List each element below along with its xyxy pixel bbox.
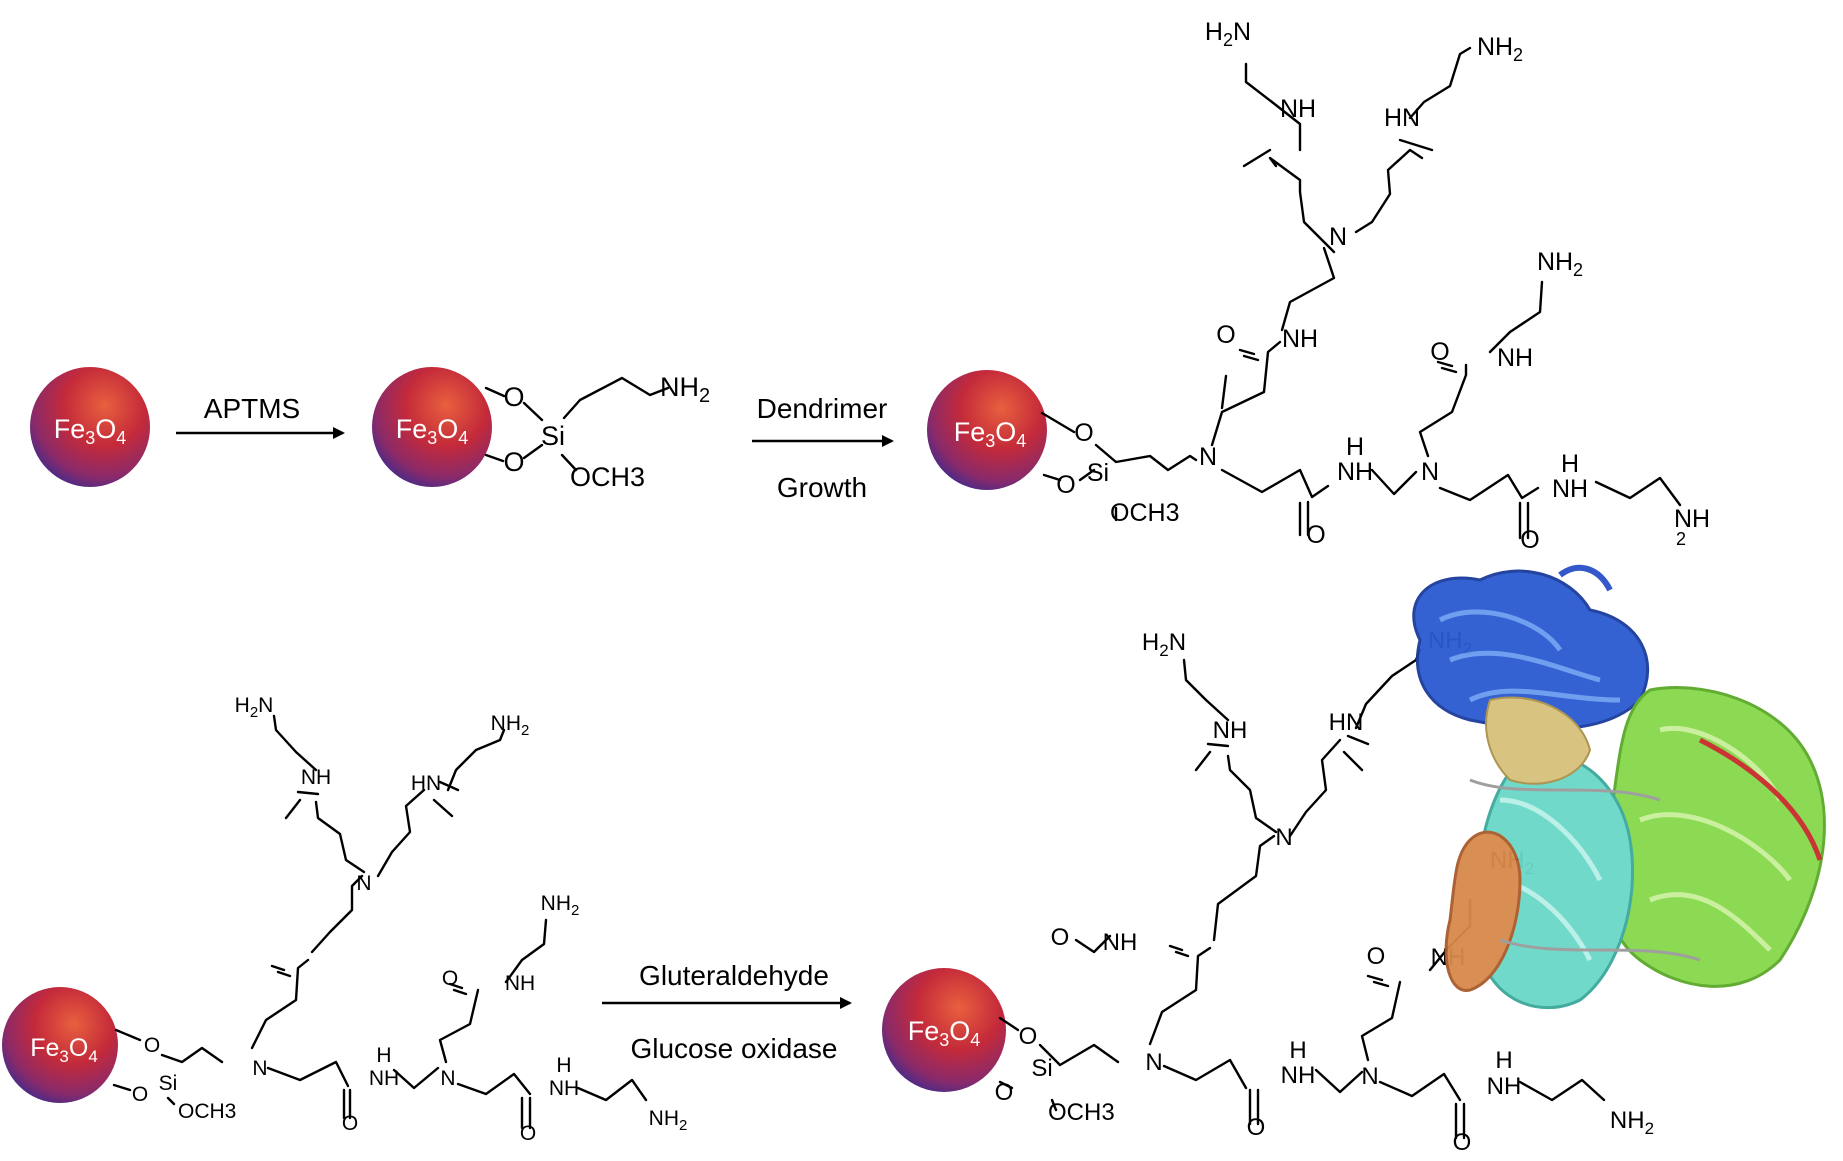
svg-text:NH: NH [1282, 325, 1318, 353]
svg-text:N: N [252, 1057, 267, 1080]
svg-text:NH: NH [1497, 344, 1533, 372]
svg-text:N: N [1275, 824, 1292, 851]
svg-text:Si: Si [159, 1072, 178, 1095]
svg-text:Si: Si [1031, 1055, 1052, 1082]
svg-text:H: H [376, 1044, 391, 1067]
arrow-gluteraldehyde: Gluteraldehyde Glucose oxidase [602, 960, 852, 1064]
svg-text:H: H [556, 1054, 571, 1077]
svg-text:O: O [342, 1112, 358, 1135]
svg-text:NH: NH [505, 972, 535, 995]
svg-text:O: O [1247, 1114, 1266, 1141]
svg-text:N: N [1361, 1063, 1378, 1090]
arrow-dendrimer-growth: Dendrimer Growth [752, 393, 894, 503]
svg-text:NH: NH [1487, 1073, 1522, 1100]
nanoparticle-dendrimer: Fe3O4 O O Si OCH3 N O NH O NH H N O NH H… [927, 18, 1710, 554]
svg-text:O: O [1430, 338, 1449, 366]
svg-text:NH: NH [1552, 475, 1588, 503]
fe3o4-label: Fe3O4 [396, 414, 469, 448]
svg-text:H2N: H2N [1142, 629, 1186, 660]
arrow-aptms: APTMS [176, 393, 345, 439]
gluteraldehyde-label: Gluteraldehyde [639, 960, 829, 991]
fe3o4-sphere [372, 367, 492, 487]
fe3o4-label: Fe3O4 [908, 1016, 981, 1050]
fe3o4-label: Fe3O4 [54, 414, 127, 448]
svg-text:O: O [1216, 321, 1235, 349]
fe3o4-sphere [927, 370, 1047, 490]
fe3o4-sphere [30, 367, 150, 487]
svg-text:OCH3: OCH3 [1048, 1099, 1115, 1126]
svg-text:NH2: NH2 [491, 712, 530, 739]
svg-text:H2N: H2N [1205, 18, 1251, 50]
svg-text:NH: NH [1337, 458, 1373, 486]
svg-text:H2N: H2N [235, 694, 274, 721]
svg-text:O: O [1051, 924, 1070, 951]
svg-text:O: O [520, 1122, 536, 1145]
protein-domain-green [1602, 686, 1826, 988]
svg-text:OCH3: OCH3 [178, 1100, 236, 1123]
svg-text:NH: NH [1103, 929, 1138, 956]
svg-text:NH2: NH2 [660, 372, 710, 407]
svg-text:OCH3: OCH3 [570, 462, 645, 492]
svg-text:N: N [1199, 443, 1217, 471]
svg-text:H: H [1495, 1047, 1512, 1074]
svg-text:N: N [356, 872, 371, 895]
svg-text:O: O [995, 1079, 1014, 1106]
nanoparticle-bare: Fe3O4 [30, 367, 150, 487]
glucose-oxidase-label: Glucose oxidase [630, 1033, 837, 1064]
svg-text:NH: NH [1213, 717, 1248, 744]
svg-text:HN: HN [1329, 709, 1364, 736]
svg-text:NH: NH [369, 1067, 399, 1090]
nanoparticle-aptms: Fe3O4 O O Si OCH3 NH2 [372, 367, 710, 492]
svg-text:NH: NH [1280, 95, 1316, 123]
svg-text:O: O [1520, 526, 1539, 554]
svg-text:NH2: NH2 [1537, 248, 1583, 280]
svg-text:N: N [1329, 223, 1347, 251]
svg-text:H: H [1561, 450, 1579, 478]
nanoparticle-dendrimer-copy: Fe3O4 O O Si OCH3 N O NH H N O NH H NH2 … [2, 694, 687, 1145]
svg-text:Si: Si [541, 421, 565, 451]
dendrimer-label: Dendrimer [757, 393, 888, 424]
svg-text:NH2: NH2 [541, 892, 580, 919]
growth-label: Growth [777, 472, 867, 503]
svg-text:NH2: NH2 [1477, 33, 1523, 65]
svg-text:O: O [442, 967, 458, 990]
svg-text:O: O [132, 1083, 148, 1106]
svg-text:NH: NH [301, 766, 331, 789]
svg-text:O: O [1056, 471, 1075, 499]
svg-text:N: N [1421, 458, 1439, 486]
fe3o4-label: Fe3O4 [954, 417, 1027, 451]
svg-text:H: H [1346, 433, 1364, 461]
glucose-oxidase-protein [1412, 564, 1826, 1010]
svg-text:O: O [1074, 419, 1093, 447]
svg-text:OCH3: OCH3 [1110, 499, 1179, 527]
svg-text:O: O [1019, 1023, 1038, 1050]
fe3o4-label: Fe3O4 [30, 1034, 98, 1066]
svg-text:O: O [1453, 1129, 1472, 1156]
svg-text:O: O [503, 447, 524, 477]
svg-text:NH: NH [549, 1077, 579, 1100]
svg-text:O: O [1367, 943, 1386, 970]
protein-domain-orange [1444, 830, 1522, 992]
protein-domain-tan [1485, 696, 1592, 785]
svg-text:2: 2 [1676, 529, 1686, 549]
svg-text:O: O [1306, 521, 1325, 549]
fe3o4-sphere [2, 987, 118, 1103]
aptms-label: APTMS [204, 393, 300, 424]
svg-text:HN: HN [411, 772, 441, 795]
svg-text:NH2: NH2 [649, 1107, 688, 1134]
svg-text:NH: NH [1281, 1062, 1316, 1089]
svg-text:HN: HN [1384, 104, 1420, 132]
svg-text:O: O [503, 382, 524, 412]
svg-text:NH2: NH2 [1610, 1107, 1654, 1138]
svg-text:N: N [1145, 1049, 1162, 1076]
svg-text:N: N [440, 1067, 455, 1090]
svg-text:NH: NH [1674, 505, 1710, 533]
svg-text:H: H [1289, 1037, 1306, 1064]
svg-text:Si: Si [1087, 459, 1109, 487]
svg-text:O: O [144, 1034, 160, 1057]
fe3o4-sphere [882, 968, 1006, 1092]
